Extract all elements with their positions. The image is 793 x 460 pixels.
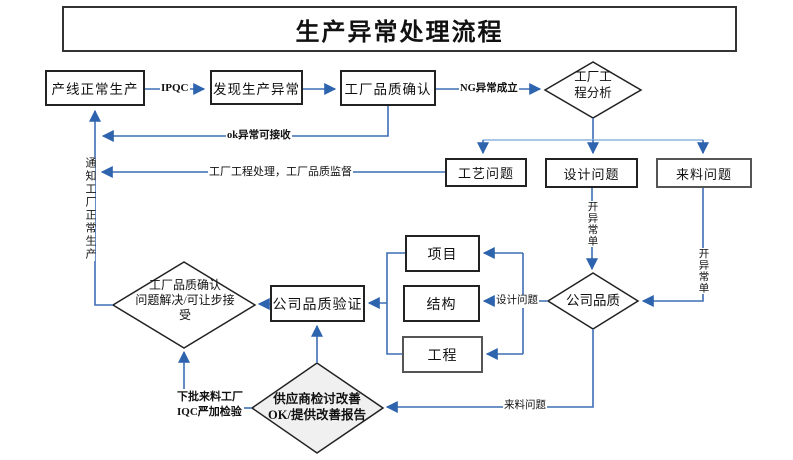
node-label: 工艺问题	[457, 166, 514, 181]
diamond-factory-qc-resolve	[111, 261, 257, 349]
node-engineering: 工程	[402, 336, 483, 373]
node-supplier-improve-label: 供应商检讨改善 OK/提供改善报告	[268, 392, 366, 422]
edge-label-open-ticket-material: 开异常单	[697, 248, 709, 294]
node-project: 项目	[405, 235, 480, 272]
edge-label-ok-acceptable: ok异常可接收	[226, 130, 292, 143]
node-normal-production: 产线正常生产	[45, 70, 145, 106]
node-label: 工厂品质确认	[344, 82, 432, 97]
node-label: 设计问题	[563, 166, 620, 182]
node-label: 项目	[427, 247, 458, 263]
node-factory-qc-resolve-label: 工厂品质确认 问题解决/可让步接 受	[135, 278, 235, 322]
node-find-abnormal: 发现生产异常	[210, 70, 303, 105]
node-label: 公司品质验证	[272, 297, 363, 313]
node-factory-engineering-analysis-label: 工厂工 程分析	[574, 70, 612, 100]
node-factory-qc-confirm: 工厂品质确认	[340, 70, 436, 106]
node-company-qc-verify: 公司品质验证	[270, 285, 365, 322]
edge-label-open-ticket-design: 开异常单	[586, 201, 598, 247]
node-label: 发现生产异常	[213, 81, 300, 97]
node-company-qc-label: 公司品质	[566, 293, 620, 308]
edge-label-factory-handle: 工厂工程处理，工厂品质监督	[208, 166, 353, 180]
edge-label-material-issue: 来料问题	[503, 400, 547, 413]
diamond-supplier-improve	[250, 362, 385, 454]
edge-material-to-companyqc	[641, 188, 704, 307]
edge-label-design-issue: 设计问题	[495, 295, 539, 308]
node-design-issue: 设计问题	[545, 158, 638, 188]
node-structure: 结构	[403, 285, 480, 322]
diamond-company-qc	[546, 272, 640, 330]
node-label: 产线正常生产	[51, 82, 139, 97]
edge-companyqc-to-supplier	[385, 329, 594, 413]
edge-label-next-batch: 下批来料工厂 IQC严加检验	[176, 390, 244, 420]
edge-label-ipqc: IPQC	[160, 82, 190, 96]
edge-ok-return	[101, 106, 389, 142]
node-material-issue: 来料问题	[656, 158, 752, 188]
edge-notify-up	[89, 109, 113, 306]
page-title: 生产异常处理流程	[62, 6, 737, 52]
diamond-factory-engineering-analysis	[543, 61, 643, 119]
node-label: 结构	[426, 297, 457, 313]
node-process-issue: 工艺问题	[445, 158, 527, 187]
node-label: 工程	[427, 348, 458, 364]
edge-label-notify-factory: 通知工厂正常生产	[84, 157, 96, 261]
node-label: 来料问题	[675, 166, 732, 182]
edge-label-ng-established: NG异常成立	[459, 83, 519, 96]
